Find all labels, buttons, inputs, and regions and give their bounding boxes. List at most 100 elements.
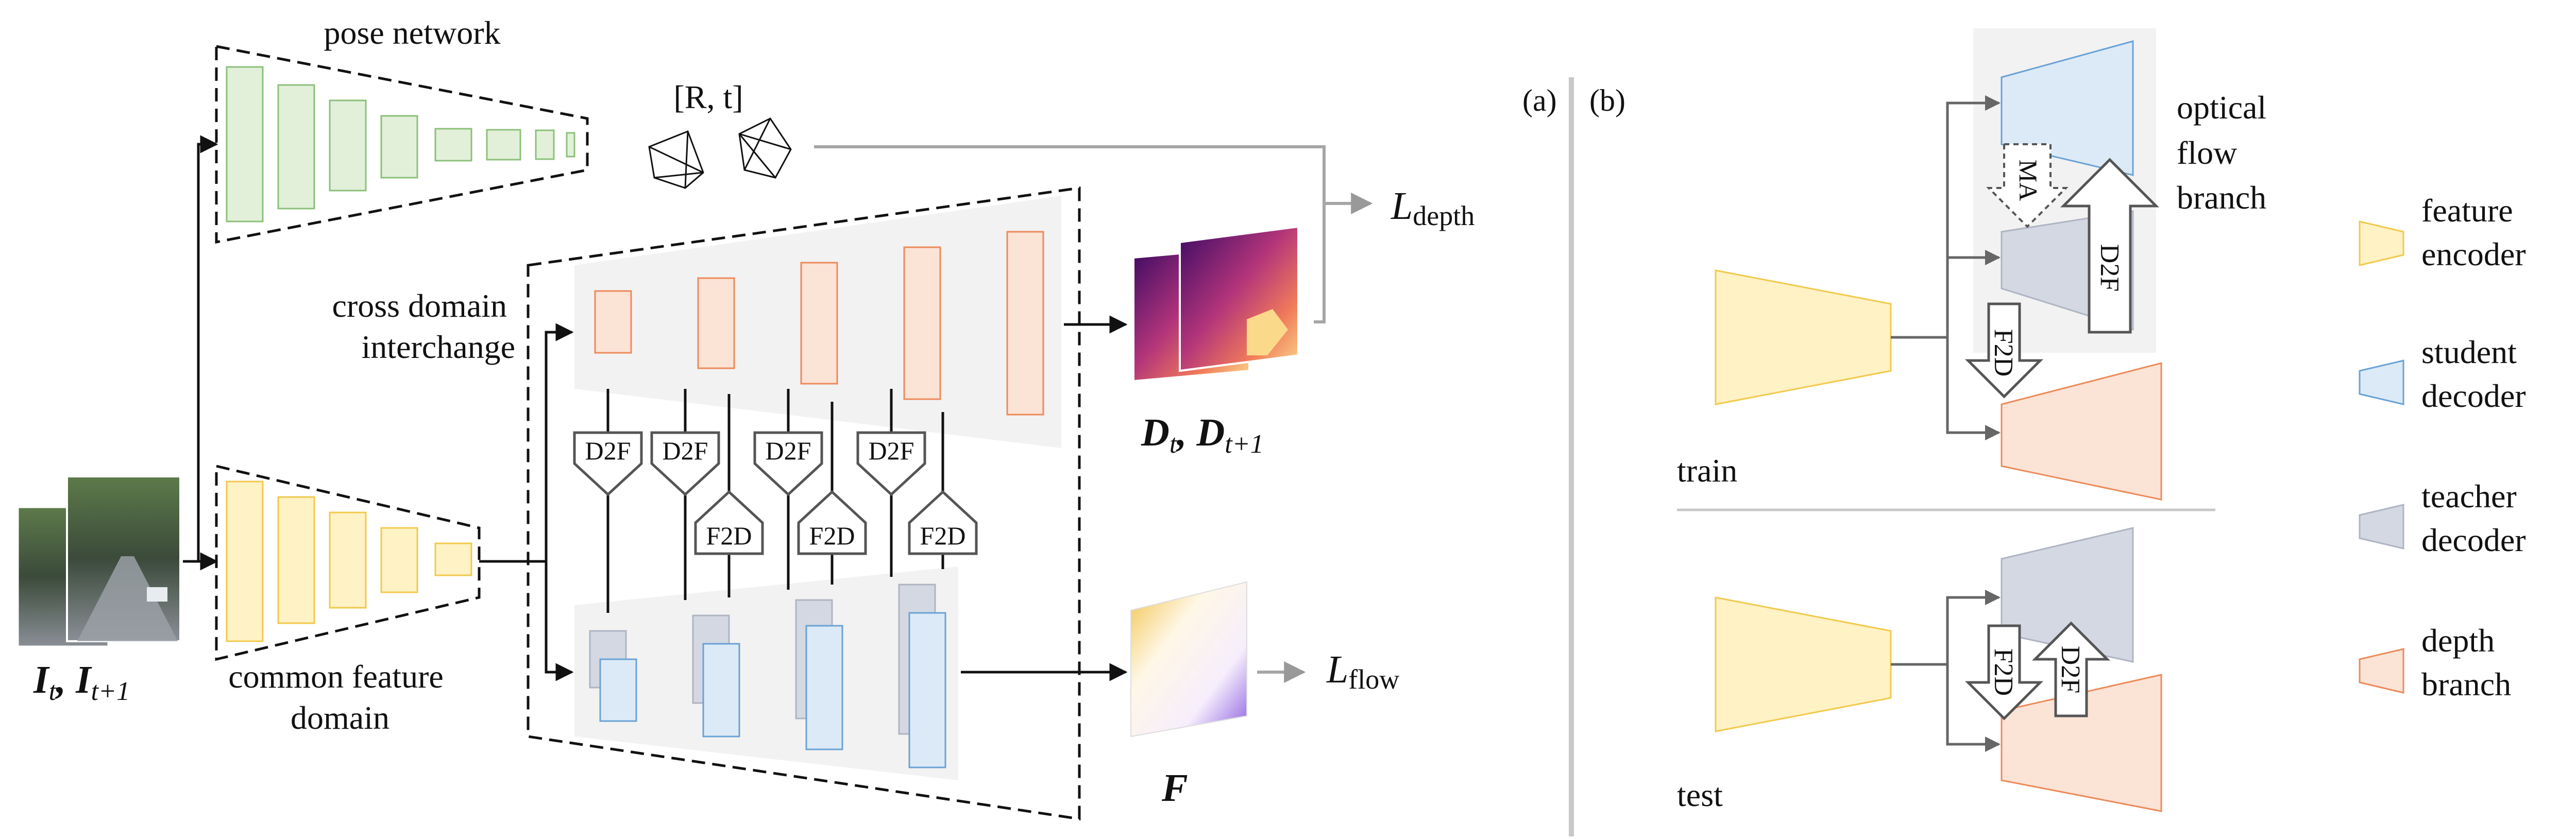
- legend-swatch: [2359, 648, 2404, 694]
- pose-output-label: [R, t]: [673, 79, 743, 115]
- pose-layer: [434, 128, 472, 162]
- svg-text:MA: MA: [2014, 160, 2043, 201]
- depth-maps: [1132, 225, 1299, 383]
- input-images: [17, 475, 181, 647]
- input-label: It, It+1: [33, 658, 130, 706]
- interchange-modules: D2F D2F D2F D2F F2D F2D F2D: [573, 431, 978, 555]
- input-connector: [183, 135, 218, 571]
- cross-domain-label: cross domain interchange: [332, 287, 516, 365]
- d2f-module: D2F: [650, 431, 720, 496]
- depth-output-label: Dt, Dt+1: [1141, 411, 1264, 459]
- svg-text:D2F: D2F: [2095, 244, 2124, 292]
- flow-output-label: F: [1161, 766, 1188, 810]
- svg-text:F2D: F2D: [706, 521, 752, 550]
- depth-loss-connector: [814, 145, 1373, 323]
- pose-layer: [486, 129, 521, 161]
- pose-layer: [380, 115, 418, 179]
- legend-swatch: [2359, 359, 2404, 405]
- test-feature-encoder: [1715, 596, 1892, 732]
- depth-map: [1179, 225, 1299, 372]
- panel-b-label: (b): [1589, 83, 1625, 117]
- pose-network-outline: [215, 44, 589, 244]
- depth-loss-label: Ldepth: [1391, 184, 1475, 231]
- svg-text:D2F: D2F: [766, 436, 811, 465]
- legend-swatch: [2359, 504, 2404, 550]
- flow-branch: [574, 567, 958, 780]
- common-feature-encoder-outline: [215, 464, 481, 661]
- svg-text:F2D: F2D: [1989, 329, 2018, 376]
- train-d2f-arrow: D2F: [2060, 158, 2160, 334]
- train-student-decoder: [2001, 40, 2134, 176]
- legend-item-teacher-decoder: teacher decoder: [2359, 478, 2526, 558]
- test-f2d-arrow: F2D: [1964, 624, 2044, 721]
- depth-layer: [903, 246, 941, 400]
- feature-layer: [329, 511, 367, 609]
- optical-flow-label: optical flow branch: [2177, 89, 2275, 216]
- test-d2f-arrow: D2F: [2031, 621, 2111, 717]
- d2f-module: D2F: [753, 431, 823, 496]
- flow-loss-label: Lflow: [1326, 648, 1399, 695]
- flow-branch-panel: [574, 567, 958, 780]
- train-depth-branch: [2001, 362, 2162, 501]
- depth-layer: [594, 290, 632, 354]
- pose-layer: [226, 66, 264, 222]
- svg-text:D2F: D2F: [663, 436, 708, 465]
- svg-text:D2F: D2F: [585, 436, 631, 465]
- pose-network-layers: [226, 66, 575, 222]
- pose-network: pose network: [215, 14, 589, 244]
- train-feature-encoder: [1715, 269, 1892, 405]
- ma-module: MA: [1986, 143, 2069, 228]
- pose-layer: [329, 99, 367, 192]
- f2d-module: F2D: [694, 490, 764, 555]
- pose-layer: [277, 84, 315, 210]
- pose-layer: [566, 132, 575, 158]
- legend: feature encoder student decoder teacher …: [2359, 192, 2526, 703]
- cross-domain-outline: [527, 186, 1081, 820]
- encoder-to-branches: [479, 323, 574, 681]
- pose-network-label: pose network: [324, 14, 500, 51]
- svg-text:D2F: D2F: [869, 436, 914, 465]
- depth-layer: [800, 262, 838, 385]
- student-layer: [702, 643, 740, 738]
- f2d-module: F2D: [908, 490, 978, 555]
- camera-pose-icon: [738, 117, 792, 179]
- student-layer: [908, 612, 946, 768]
- student-layer: [599, 658, 637, 722]
- legend-label: depth branch: [2421, 622, 2511, 703]
- common-feature-encoder: [215, 464, 481, 661]
- test-depth-branch: [2001, 674, 2162, 812]
- test-connectors: [1891, 590, 2001, 752]
- svg-text:D2F: D2F: [2056, 646, 2085, 693]
- legend-label: student decoder: [2421, 334, 2526, 414]
- panel-a-label: (a): [1522, 83, 1557, 117]
- test-teacher-decoder: [2001, 527, 2134, 663]
- depth-layer: [1006, 231, 1044, 416]
- pose-output: [R, t]: [648, 79, 792, 189]
- f2d-module: F2D: [797, 490, 867, 555]
- legend-item-student-decoder: student decoder: [2359, 334, 2526, 414]
- svg-text:F2D: F2D: [920, 521, 966, 550]
- train-label: train: [1677, 452, 1737, 489]
- test-label: test: [1677, 777, 1723, 813]
- feature-layer: [434, 542, 472, 576]
- common-feature-label: common feature domain: [228, 658, 452, 736]
- feature-layer: [380, 527, 418, 593]
- feature-layer: [277, 496, 315, 624]
- depth-layer: [697, 277, 735, 369]
- svg-text:F2D: F2D: [1989, 648, 2018, 696]
- depth-branch: [574, 196, 1061, 448]
- pose-layer: [535, 129, 555, 160]
- student-layer: [805, 625, 843, 750]
- legend-item-depth-branch: depth branch: [2359, 622, 2511, 703]
- legend-swatch: [2359, 220, 2404, 266]
- legend-item-feature-encoder: feature encoder: [2359, 192, 2526, 272]
- svg-text:F2D: F2D: [809, 521, 855, 550]
- d2f-module: D2F: [573, 431, 643, 496]
- train-connectors: [1891, 95, 2001, 440]
- legend-label: feature encoder: [2421, 192, 2526, 272]
- feature-layer: [226, 481, 264, 642]
- d2f-module: D2F: [856, 431, 926, 496]
- train-f2d-arrow: F2D: [1964, 302, 2044, 399]
